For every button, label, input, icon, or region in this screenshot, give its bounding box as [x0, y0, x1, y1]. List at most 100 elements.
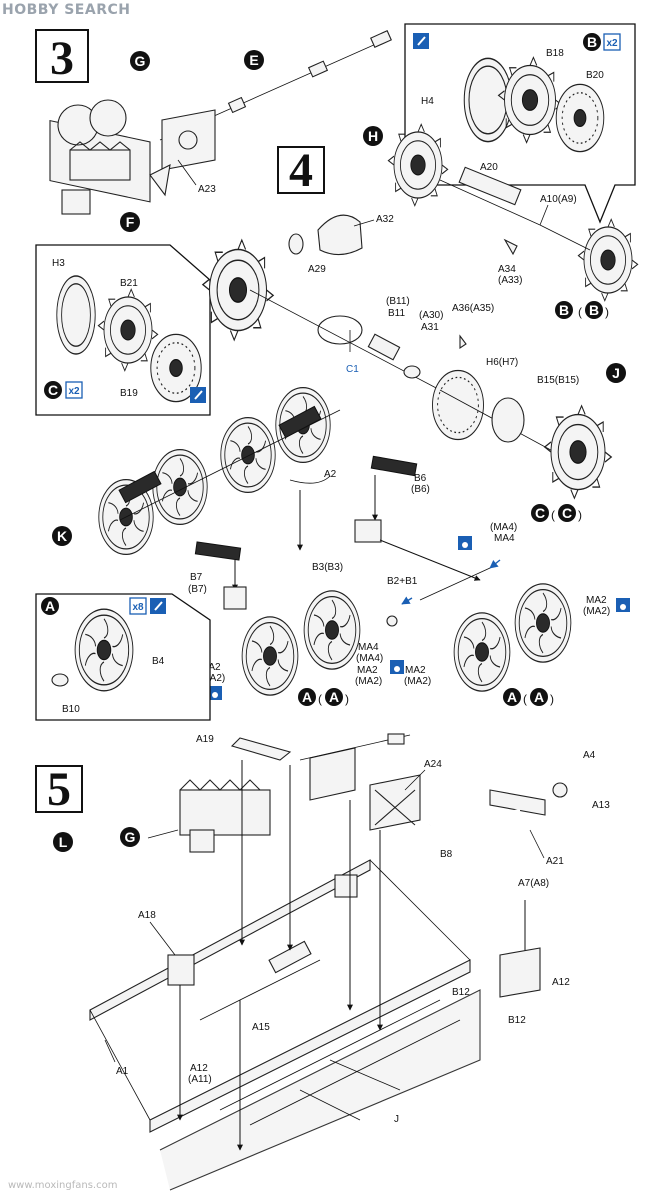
plate-a23-2 — [309, 747, 356, 801]
svg-text:G: G — [125, 829, 136, 845]
letter-g-circle — [130, 51, 150, 71]
label-ma4-c: MA4 — [358, 642, 379, 653]
label-j: J — [394, 1114, 399, 1125]
label-b11: B11 — [388, 308, 405, 319]
letter-l-circle — [53, 832, 73, 852]
letter-h: H — [368, 128, 378, 144]
disc-h6 — [432, 369, 484, 441]
svg-text:): ) — [605, 305, 609, 319]
hobbysearch-watermark: HOBBY SEARCH — [2, 2, 131, 18]
letter-j-circle — [606, 363, 626, 383]
label-h4: H4 — [421, 96, 434, 107]
svg-text:C: C — [562, 505, 572, 521]
quantity-badge-x8 — [129, 597, 147, 615]
label-a10: A10(A9) — [540, 194, 577, 205]
letter-b: B — [587, 34, 597, 50]
label-a13: A13 — [592, 800, 610, 811]
plate-a19 — [230, 737, 292, 761]
letter-a: A — [45, 598, 55, 614]
label-b8: B8 — [440, 849, 453, 860]
label-a34: A34 — [498, 264, 516, 275]
letter-a-circle-2 — [325, 688, 343, 706]
sprocket-b — [577, 218, 639, 302]
svg-text:A: A — [302, 689, 312, 705]
label-b2b1: B2+B1 — [387, 576, 418, 587]
step-4: 4 B x2 H4 B18 B20 H A20 A1 — [35, 23, 639, 721]
letter-f-circle — [120, 212, 140, 232]
svg-text:x2: x2 — [606, 38, 618, 49]
label-a32: A32 — [376, 214, 394, 225]
ring-b20 — [555, 83, 605, 153]
letter-b-circle — [583, 33, 601, 51]
letter-c: C — [48, 382, 58, 398]
label-a33: (A33) — [498, 275, 522, 286]
step-5-number: 5 — [47, 763, 71, 816]
letter-c-circle — [44, 381, 62, 399]
tank-a12 — [499, 947, 541, 998]
label-h6: H6(H7) — [486, 357, 518, 368]
engine-assembly — [49, 99, 151, 215]
label-a31: A31 — [421, 322, 439, 333]
svg-text:(: ( — [523, 692, 527, 706]
label-ma4-paren: (MA4) — [490, 522, 517, 533]
label-ma2-c-paren: (MA2) — [355, 676, 382, 687]
svg-text:(: ( — [318, 692, 322, 706]
letter-k-circle — [52, 526, 72, 546]
label-b3: B3(B3) — [312, 562, 343, 573]
label-a29: A29 — [308, 264, 326, 275]
shaft-collar — [227, 96, 247, 114]
letter-a-circle-1 — [298, 688, 316, 706]
letter-b-circle-2 — [555, 301, 573, 319]
label-a24: A24 — [424, 759, 442, 770]
label-ma2-r-paren: (MA2) — [583, 606, 610, 617]
label-ma2-c: MA2 — [357, 665, 378, 676]
label-a4: A4 — [583, 750, 596, 761]
quantity-badge-x2 — [603, 33, 621, 51]
hubcap-b10 — [51, 673, 69, 687]
letter-a-circle — [41, 597, 59, 615]
main-sprocket — [202, 239, 274, 341]
step-3-box — [35, 29, 89, 83]
label-ma2-d-paren: (MA2) — [404, 676, 431, 687]
shaft-joint — [307, 60, 329, 78]
letter-e-circle — [244, 50, 264, 70]
step-5-box — [35, 765, 83, 813]
svg-text:): ) — [345, 692, 349, 706]
label-a2: A2 — [324, 469, 337, 480]
label-h3: H3 — [52, 258, 65, 269]
letter-g: G — [135, 53, 146, 69]
label-a15: A15 — [252, 1022, 270, 1033]
svg-text:A: A — [507, 689, 517, 705]
plate-a24 — [369, 774, 421, 831]
letter-g-circle-2 — [120, 827, 140, 847]
label-ma2-l-paren: (MA2) — [198, 673, 225, 684]
label-b7: B7 — [190, 572, 203, 583]
plate-a23 — [161, 109, 216, 171]
label-c1: C1 — [346, 364, 359, 375]
step-3-number: 3 — [50, 32, 74, 85]
label-b12-2: B12 — [508, 1015, 526, 1026]
quantity-badge-x2-c — [65, 381, 83, 399]
assembled-suspension-k — [98, 386, 341, 556]
svg-text:A: A — [534, 689, 544, 705]
sprocket-c — [544, 405, 612, 499]
label-b20: B20 — [586, 70, 604, 81]
label-ma4: MA4 — [494, 533, 515, 544]
svg-text:): ) — [578, 508, 582, 522]
letter-c-circle-3 — [558, 504, 576, 522]
engine-assembly-2 — [179, 779, 271, 853]
svg-text:x2: x2 — [68, 386, 80, 397]
bell-a32 — [317, 214, 363, 256]
label-a19: A19 — [196, 734, 214, 745]
svg-text:(: ( — [578, 305, 582, 319]
moxingfans-watermark: www.moxingfans.com — [8, 1180, 118, 1191]
svg-text:B: B — [589, 302, 599, 318]
letter-h-circle — [363, 126, 383, 146]
label-b11-paren: (B11) — [386, 296, 410, 307]
leaf-spring-b7 — [194, 541, 242, 561]
letter-a-circle-4 — [530, 688, 548, 706]
letter-k: K — [57, 528, 67, 544]
step-4-number: 4 — [289, 144, 313, 197]
